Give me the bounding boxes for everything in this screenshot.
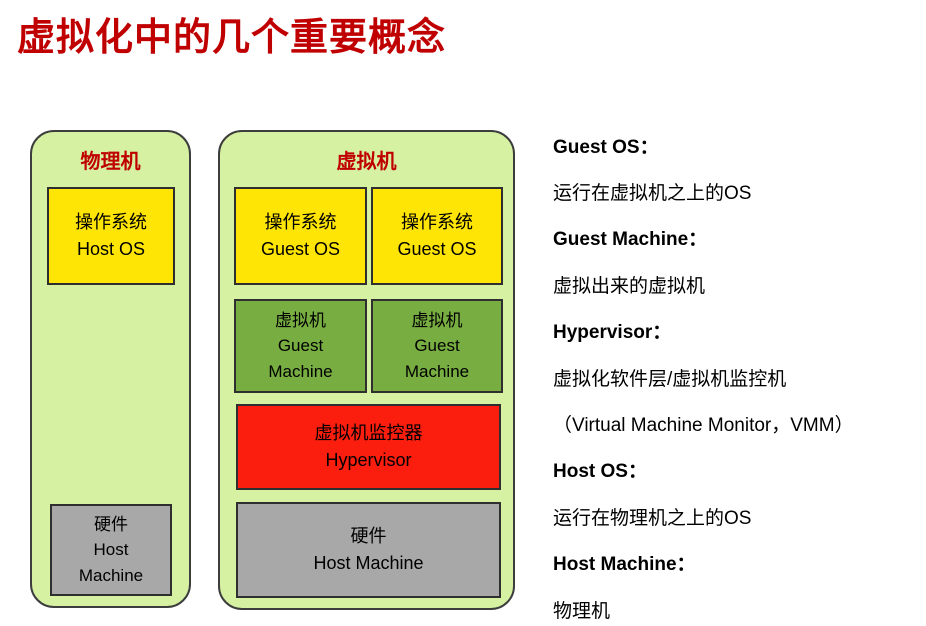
- hypervisor-box: 虚拟机监控器 Hypervisor: [236, 404, 501, 490]
- definition-desc-guest-machine: 虚拟出来的虚拟机: [553, 275, 706, 297]
- definition-desc-hypervisor-1: 虚拟化软件层/虚拟机监控机: [553, 368, 787, 390]
- guest-os-2-line2: Guest OS: [397, 239, 477, 259]
- vm-host-machine-line1: 硬件: [350, 526, 387, 546]
- host-os-box: 操作系统 Host OS: [47, 187, 175, 285]
- guest-machine-2-line1: 虚拟机: [411, 310, 463, 330]
- virtual-machine-label: 虚拟机: [336, 151, 397, 173]
- guest-machine-box-2: 虚拟机 Guest Machine: [371, 299, 503, 393]
- definition-term-guest-machine: Guest Machine：: [553, 229, 708, 251]
- definition-term-host-os: Host OS：: [553, 461, 647, 483]
- vm-host-machine-line2: Host Machine: [313, 553, 424, 573]
- guest-os-box-1: 操作系统 Guest OS: [234, 187, 367, 285]
- virtual-machine-group: 虚拟机 操作系统 Guest OS 操作系统 Guest OS 虚拟机 Gues…: [218, 130, 515, 610]
- host-machine-box: 硬件 Host Machine: [50, 504, 172, 596]
- definition-term-hypervisor: Hypervisor：: [553, 322, 672, 344]
- guest-os-1-line2: Guest OS: [260, 239, 341, 259]
- physical-machine-label: 物理机: [80, 151, 141, 173]
- definition-desc-hypervisor-2: （Virtual Machine Monitor，VMM）: [553, 415, 854, 437]
- page-title: 虚拟化中的几个重要概念: [17, 17, 447, 59]
- definitions-panel: Guest OS： 运行在虚拟机之上的OS Guest Machine： 虚拟出…: [553, 122, 923, 626]
- definition-term-host-machine: Host Machine：: [553, 554, 696, 576]
- host-os-line2: Host OS: [76, 239, 146, 259]
- guest-os-1-line1: 操作系统: [264, 212, 337, 232]
- guest-machine-1-line3: Machine: [268, 361, 333, 381]
- guest-machine-1-line2: Guest: [277, 336, 324, 356]
- guest-os-2-line1: 操作系统: [401, 212, 473, 232]
- hypervisor-line1: 虚拟机监控器: [314, 423, 423, 443]
- physical-machine-group: 物理机 操作系统 Host OS 硬件 Host Machine: [30, 130, 191, 608]
- guest-machine-2-line2: Guest: [414, 336, 460, 356]
- host-machine-line2: Host: [93, 540, 129, 560]
- host-machine-line1: 硬件: [94, 514, 128, 534]
- definition-desc-host-machine: 物理机: [553, 600, 611, 622]
- definition-desc-host-os: 运行在物理机之上的OS: [553, 507, 752, 529]
- host-machine-line3: Machine: [78, 565, 144, 585]
- host-os-line1: 操作系统: [75, 212, 147, 232]
- guest-os-box-2: 操作系统 Guest OS: [371, 187, 503, 285]
- guest-machine-box-1: 虚拟机 Guest Machine: [234, 299, 367, 393]
- guest-machine-2-line3: Machine: [404, 361, 470, 381]
- definition-term-guest-os: Guest OS：: [553, 136, 659, 158]
- vm-host-machine-box: 硬件 Host Machine: [236, 502, 501, 598]
- guest-machine-1-line1: 虚拟机: [275, 310, 326, 330]
- definition-desc-guest-os: 运行在虚拟机之上的OS: [553, 183, 752, 205]
- hypervisor-line2: Hypervisor: [325, 450, 412, 470]
